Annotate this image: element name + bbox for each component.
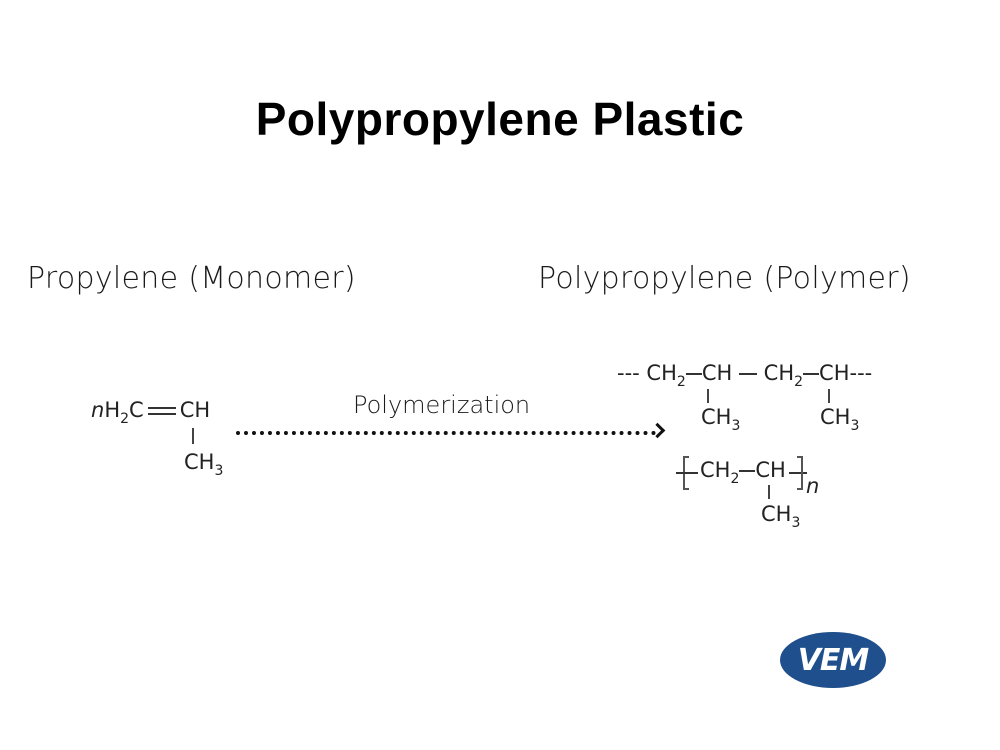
- group-ch3: CH: [761, 502, 792, 526]
- subscript: 2: [676, 374, 686, 390]
- chain-branch-2: CH3: [820, 405, 859, 434]
- subscript: 2: [120, 411, 130, 427]
- dotted-arrow-line: [236, 431, 656, 435]
- chain-branch-1: CH3: [701, 405, 740, 434]
- bond: [685, 373, 702, 375]
- chain-unit: CH: [819, 361, 850, 385]
- subscript: 3: [850, 418, 860, 434]
- monomer-formula: nH2C CH: [91, 398, 211, 427]
- chain-branch-bond-1: [707, 389, 709, 403]
- repeat-branch-bond: [768, 485, 770, 499]
- subscript: 3: [791, 515, 801, 531]
- chain-unit: CH: [646, 361, 677, 385]
- bond: [738, 373, 757, 375]
- arrow-head-icon: [649, 422, 666, 439]
- chain-unit: CH: [763, 361, 795, 385]
- atom-h: H: [104, 398, 121, 422]
- group-ch3: CH: [701, 405, 732, 429]
- bond: [739, 470, 756, 472]
- group-ch: CH: [179, 398, 211, 422]
- monomer-heading: Propylene (Monomer): [27, 261, 356, 296]
- chain-lead: ---: [617, 361, 640, 385]
- monomer-branch: CH3: [184, 450, 223, 479]
- coefficient: n: [91, 398, 105, 422]
- bond: [803, 373, 820, 375]
- repeat-subscript-n: n: [806, 474, 820, 498]
- subscript: 3: [214, 463, 224, 479]
- group-ch3: CH: [184, 450, 215, 474]
- chain-tail: ---: [849, 361, 873, 385]
- subscript: 3: [731, 418, 741, 434]
- right-bracket: [797, 456, 803, 490]
- logo-text: VEM: [797, 642, 870, 678]
- subscript: 2: [794, 374, 804, 390]
- left-bracket-bond: [676, 472, 698, 474]
- monomer-branch-bond: [192, 428, 194, 444]
- polymer-heading: Polypropylene (Polymer): [538, 261, 911, 296]
- repeat-unit-ch2: CH: [700, 458, 731, 482]
- vem-logo: VEM: [780, 632, 886, 688]
- repeat-unit-ch: CH: [755, 458, 786, 482]
- double-bond: [147, 407, 176, 415]
- atom-c: C: [129, 398, 144, 422]
- right-bracket-bond: [789, 472, 807, 474]
- subscript: 2: [730, 471, 740, 487]
- chain-unit: CH: [701, 361, 733, 385]
- repeat-branch: CH3: [761, 502, 800, 531]
- group-ch3: CH: [820, 405, 851, 429]
- chain-branch-bond-2: [828, 389, 830, 403]
- reaction-label: Polymerization: [353, 391, 531, 419]
- page-title: Polypropylene Plastic: [255, 93, 745, 145]
